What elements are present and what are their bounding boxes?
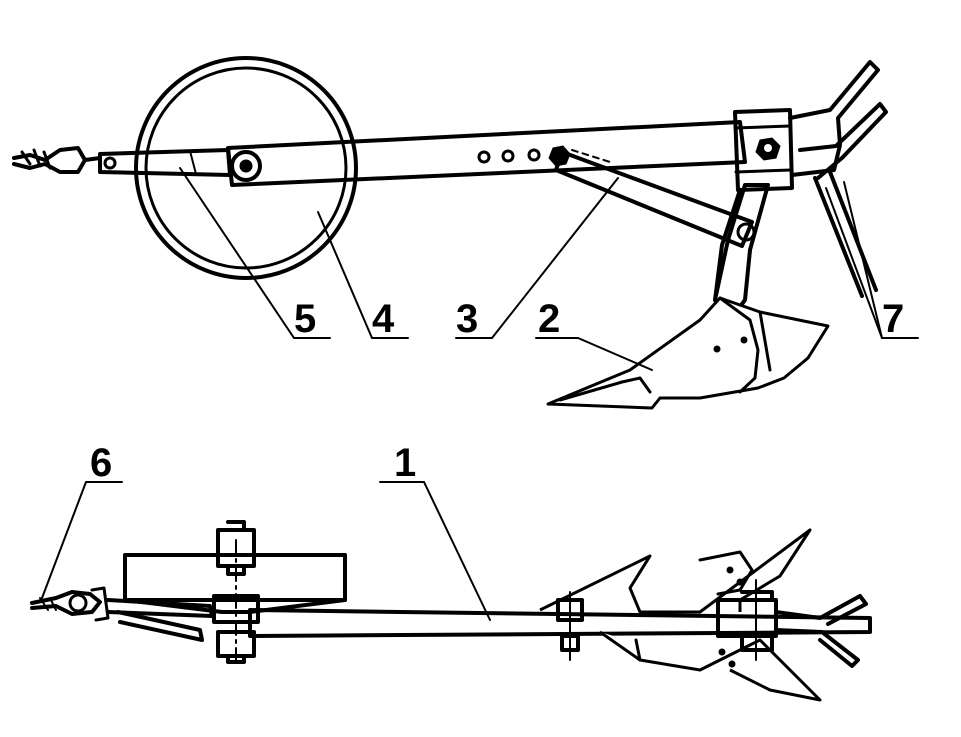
hitch-loop <box>12 146 102 174</box>
label-6: 6 <box>90 441 112 485</box>
rear-clamp <box>733 108 794 192</box>
label-2: 2 <box>538 297 560 341</box>
axle-bolts <box>212 520 260 664</box>
label-7: 7 <box>882 297 904 341</box>
leader-lines-bottom <box>41 481 491 621</box>
label-5: 5 <box>294 297 316 341</box>
label-4: 4 <box>372 297 395 341</box>
ploughshare <box>546 296 830 410</box>
leader-lines-top <box>179 167 919 371</box>
label-1: 1 <box>394 441 416 485</box>
handles-top <box>774 594 868 668</box>
rear-clamp-top <box>716 579 778 661</box>
top-view: 6 1 <box>30 441 872 702</box>
beam-top <box>248 608 872 638</box>
handles <box>788 60 888 298</box>
center-bolt <box>556 591 584 661</box>
wheel-top <box>123 539 347 661</box>
hitch-top <box>30 586 110 622</box>
main-beam <box>226 120 747 187</box>
side-view: 5 4 3 2 7 <box>12 56 919 410</box>
label-3: 3 <box>456 297 478 341</box>
front-drawbar <box>98 148 232 177</box>
